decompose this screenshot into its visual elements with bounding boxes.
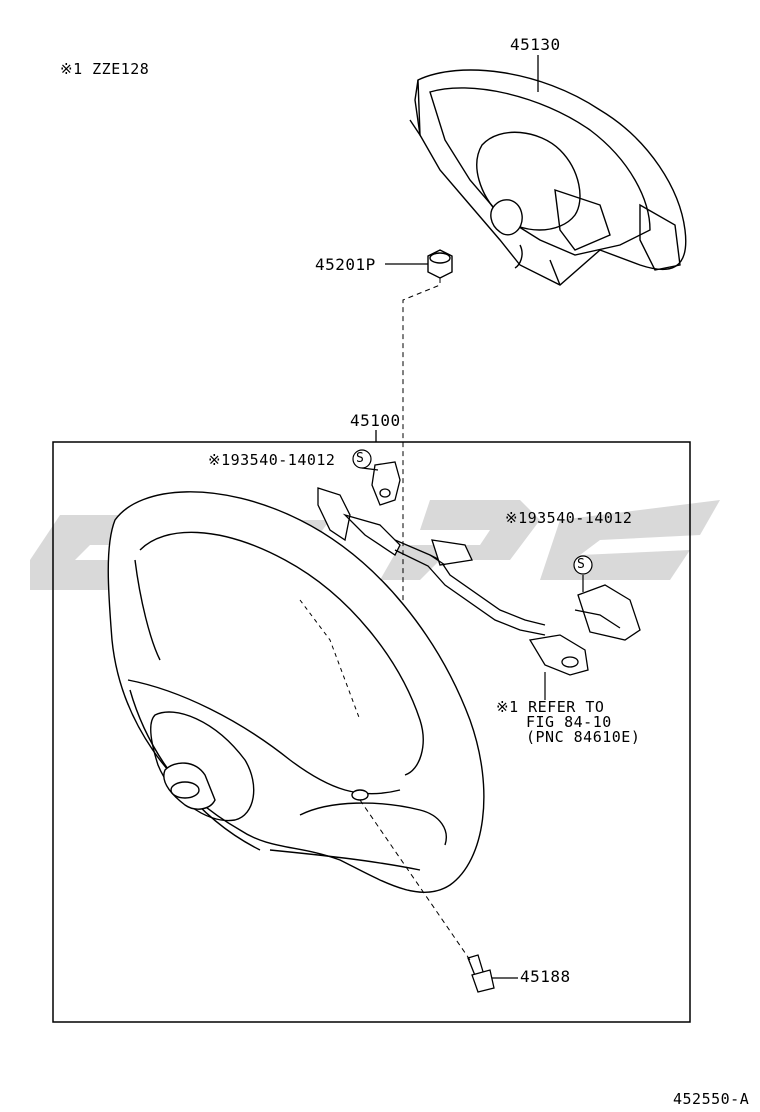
s-mark-left: S [356, 451, 365, 466]
label-45100: 45100 [350, 411, 401, 430]
screw-45188-shape [467, 954, 495, 993]
label-45130: 45130 [510, 35, 561, 54]
nut-45201p-shape [427, 249, 453, 279]
refer-line-1: ※1 REFER TO [496, 698, 605, 716]
figure-id: 452550-A [673, 1090, 750, 1108]
label-45201p: 45201P [315, 255, 376, 274]
airbag-pad-45130 [409, 69, 687, 286]
left-switch-193540 [317, 461, 401, 556]
s-mark-left-circle [352, 449, 372, 469]
s-mark-right: S [577, 557, 586, 572]
assembly-frame [52, 441, 691, 1023]
zze128-note: ※1 ZZE128 [60, 60, 150, 78]
s-mark-right-circle [573, 555, 593, 575]
refer-line-2: FIG 84-10 [526, 713, 612, 731]
steering-wheel-45100 [107, 491, 485, 894]
leader-left-switch [361, 467, 379, 471]
label-left-switch: ※193540-14012 [208, 451, 336, 469]
right-switch-193540 [528, 584, 641, 676]
label-45188: 45188 [520, 967, 571, 986]
refer-line-3: (PNC 84610E) [526, 728, 641, 746]
wire-harness [394, 539, 546, 636]
label-right-switch: ※193540-14012 [505, 509, 633, 527]
